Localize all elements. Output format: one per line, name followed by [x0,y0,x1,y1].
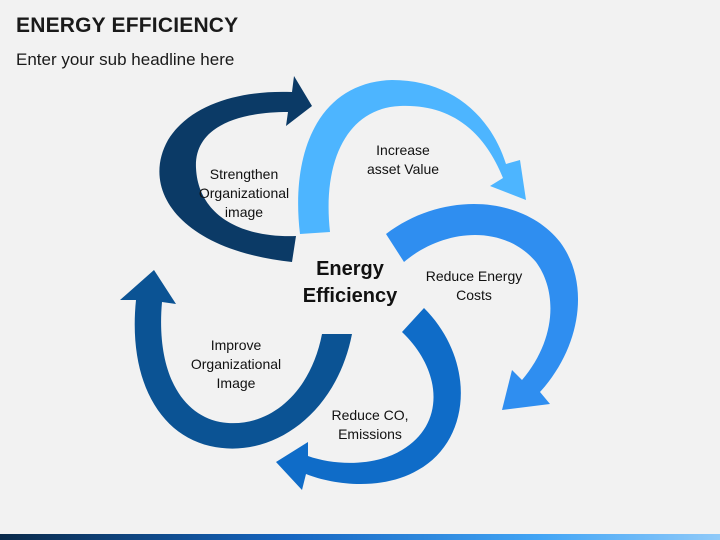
label-improve: Improve Organizational Image [190,337,282,391]
arrow-reduce-co [276,308,461,490]
label-reduce-costs: Reduce Energy Costs [425,268,523,303]
center-label: Energy Efficiency [280,256,420,310]
arrow-increase [298,80,526,234]
bottom-accent-bar [0,534,720,540]
label-strengthen: Strengthen Organizational image [198,166,290,220]
page-title: ENERGY EFFICIENCY [16,14,239,37]
arrow-reduce-costs [386,204,579,410]
label-increase: Increase asset Value [366,142,440,177]
arrow-improve [120,270,352,449]
page-subtitle: Enter your sub headline here [16,50,235,69]
center-line-2: Efficiency [302,285,398,307]
arrow-strengthen [159,76,312,262]
center-line-1: Energy [316,258,384,280]
label-reduce-co: Reduce CO, Emissions [331,407,409,442]
